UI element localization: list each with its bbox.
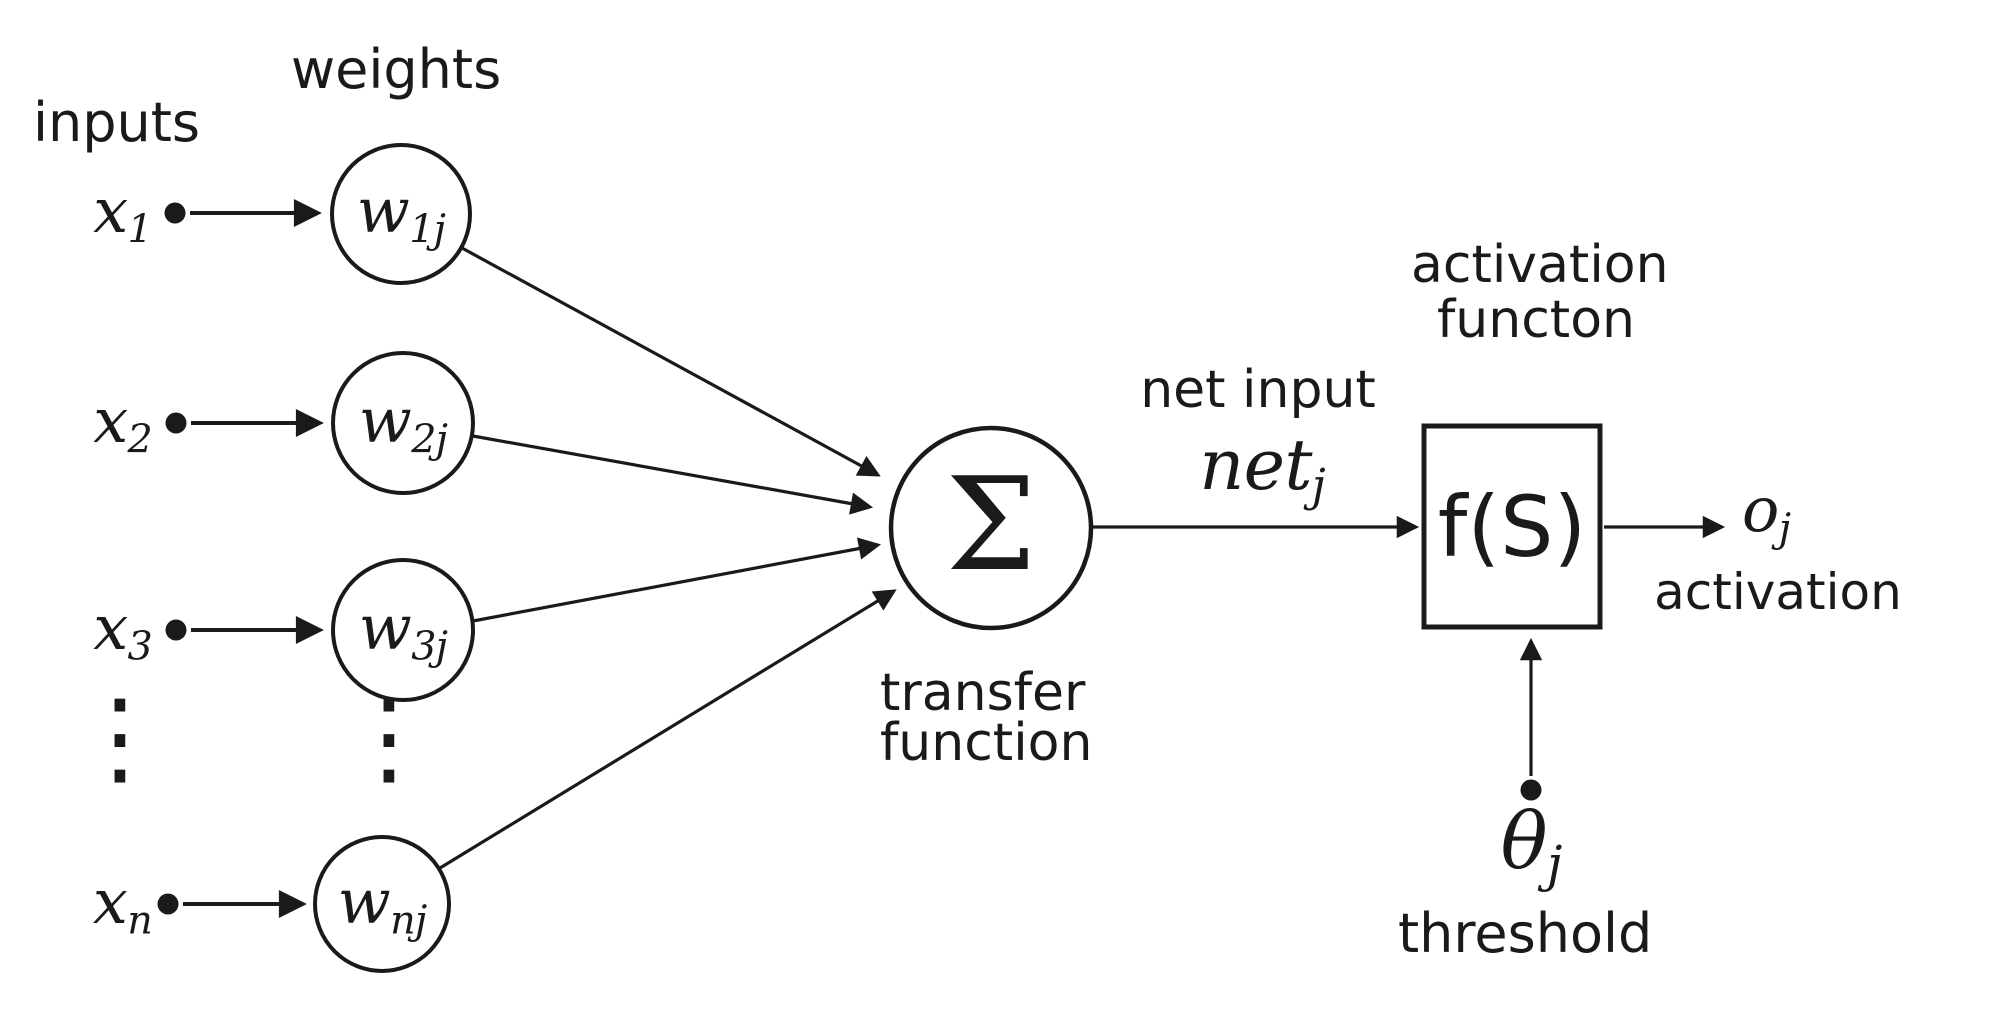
input-label-xn: xn [52, 868, 153, 944]
x1-base: x [93, 174, 128, 247]
w3j-sub: 3j [411, 623, 448, 670]
w2j-base: w [358, 384, 412, 457]
activation-box-label: f(S) [1437, 477, 1587, 576]
input-label-x2: x2 [52, 387, 153, 463]
activation-fn-line1: activation [1411, 235, 1669, 295]
ellipsis-inputs: ⋮ [68, 676, 172, 798]
input-arrows [157, 199, 324, 918]
w2j-sub: 2j [411, 416, 448, 463]
weight-label-w1j: w1j [331, 177, 471, 253]
w1j-sub: 1j [409, 206, 446, 253]
activation-function-caption: activation functon [1411, 235, 1669, 350]
input-label-x1: x1 [52, 177, 153, 253]
transfer-function-caption: transfer function [880, 663, 1093, 773]
wnj-sub: nj [390, 897, 427, 944]
weights-caption: weights [291, 38, 502, 101]
x2-sub: 2 [127, 416, 153, 463]
oj-base: o [1742, 473, 1779, 546]
input-dot-3 [165, 619, 187, 641]
transfer-caption-line2: function [880, 713, 1093, 773]
threshold-caption: threshold [1398, 902, 1653, 965]
summation-circle [888, 425, 1094, 631]
activation-box-label-wrap: f(S) [1424, 426, 1600, 627]
sum-arrow-n [439, 589, 897, 870]
theta-base: θ [1500, 797, 1548, 887]
summation-symbol-wrap: Σ [891, 428, 1091, 628]
activation-fn-line2: functon [1437, 290, 1635, 350]
weight-label-w3j: w3j [333, 594, 473, 670]
sum-arrow-3 [472, 537, 882, 623]
transfer-caption-line1: transfer [880, 663, 1086, 723]
x3-sub: 3 [127, 623, 153, 670]
weight-circle-3 [331, 558, 475, 702]
weight-to-sum-arrows [439, 246, 897, 870]
weight-circles [313, 143, 475, 973]
theta-sub: j [1546, 834, 1563, 893]
x1-sub: 1 [127, 206, 153, 253]
input-dot-n [157, 893, 179, 915]
wnj-base: w [337, 865, 391, 938]
xn-base: x [92, 865, 128, 938]
weight-label-w2j: w2j [333, 387, 473, 463]
oj-sub: j [1778, 505, 1791, 552]
output-math: oj [1742, 476, 1791, 552]
inputs-caption: inputs [33, 91, 201, 154]
threshold-math: θj [1479, 800, 1583, 892]
output-activation-caption: activation [1654, 563, 1902, 621]
weight-label-wnj: wnj [312, 868, 452, 944]
weight-circle-2 [331, 351, 475, 495]
sum-arrow-1 [461, 246, 881, 477]
input-dot-1 [164, 202, 186, 224]
weight-circle-n [313, 835, 451, 973]
net-input-caption: net input [1140, 360, 1376, 420]
activation-box [1421, 423, 1603, 630]
w3j-base: w [358, 591, 412, 664]
ellipsis-weights: ⋮ [337, 676, 441, 798]
netj-base: net [1199, 424, 1312, 506]
netj-sub: j [1311, 458, 1326, 512]
weight-circle-1 [330, 143, 472, 285]
w1j-base: w [356, 174, 410, 247]
sum-arrow-2 [472, 434, 874, 515]
net-input-math: netj [1162, 427, 1362, 512]
x3-base: x [93, 591, 128, 664]
x2-base: x [93, 384, 128, 457]
xn-sub: n [127, 897, 153, 944]
sigma-symbol: Σ [945, 451, 1037, 600]
threshold-dot [1520, 779, 1542, 801]
input-dot-2 [165, 412, 187, 434]
input-label-x3: x3 [52, 594, 153, 670]
